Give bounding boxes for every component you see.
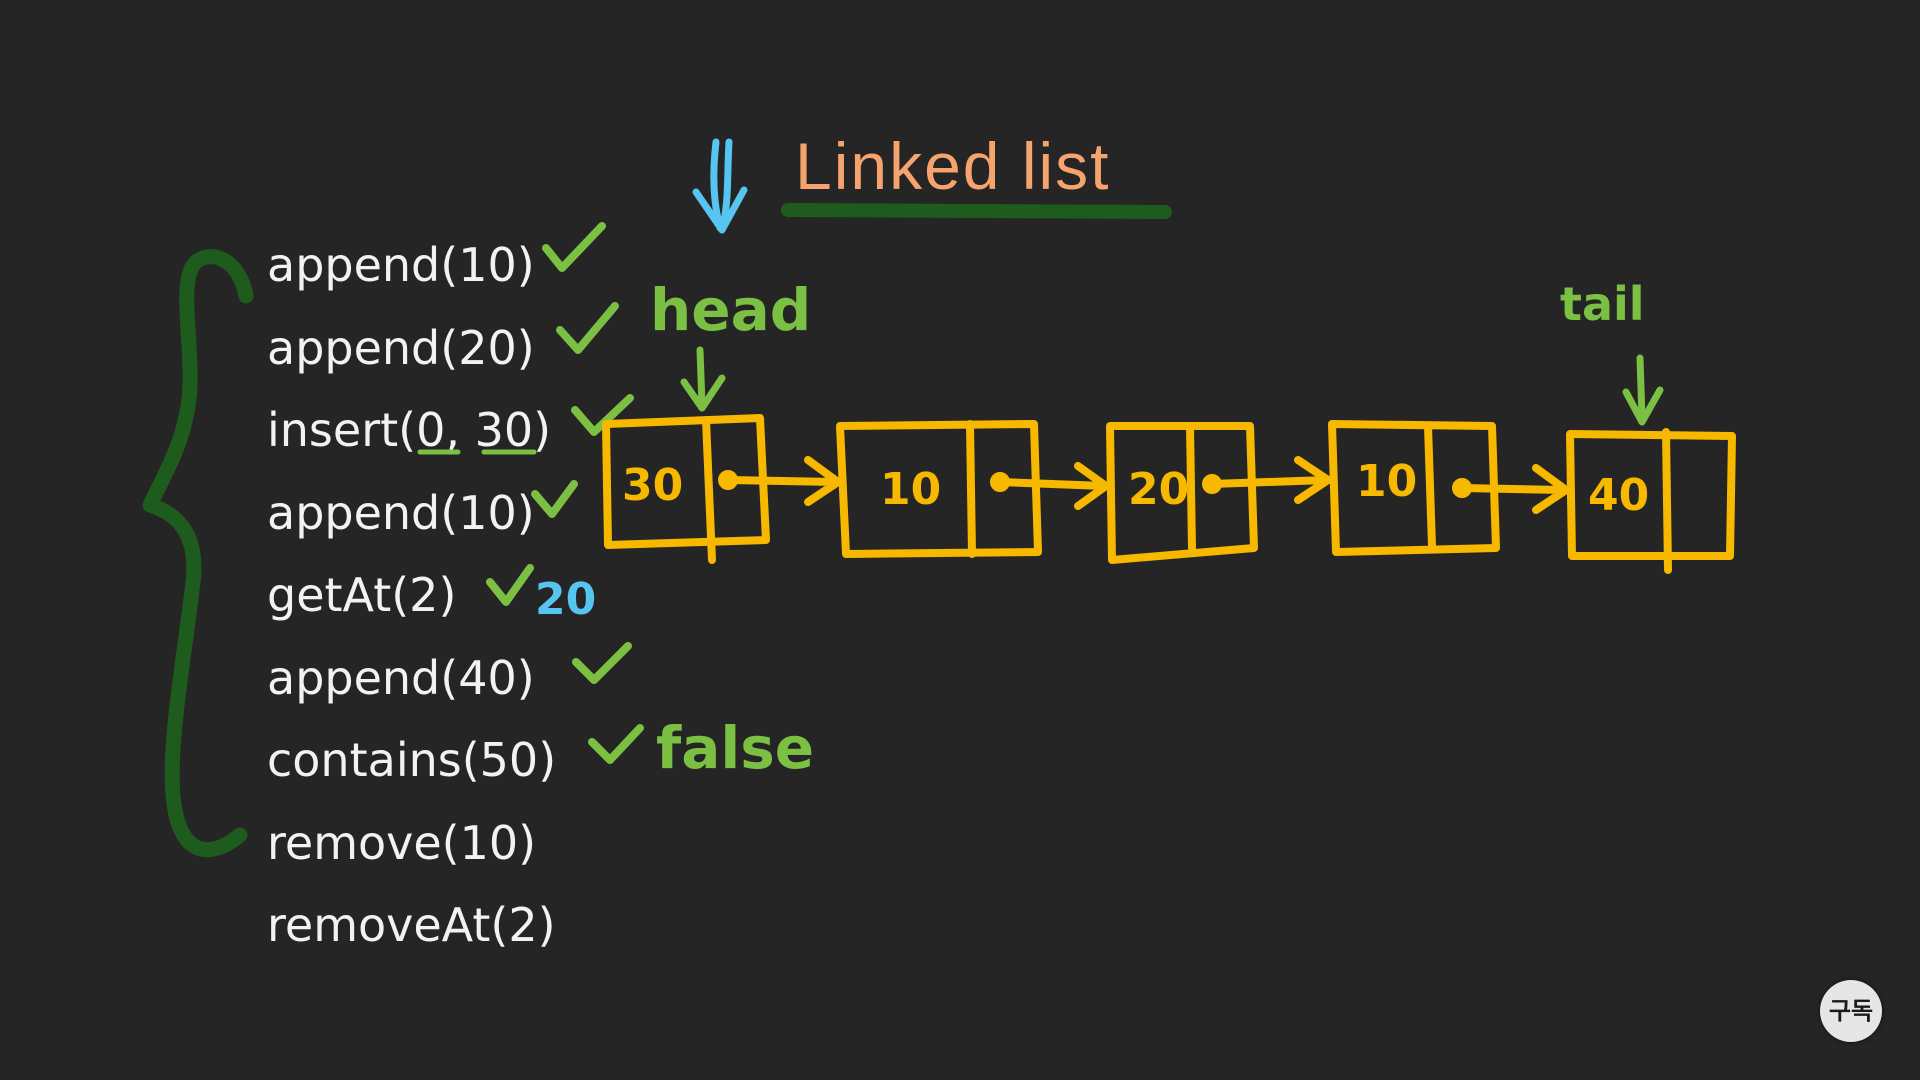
node-value: 40 [1588, 470, 1649, 521]
slide-title: Linked list [795, 129, 1111, 203]
node-divider [702, 416, 716, 564]
node-divider [1662, 428, 1672, 574]
node-values: 30 10 20 10 40 [622, 456, 1649, 521]
node-box [1566, 430, 1736, 560]
node-value: 20 [1128, 464, 1189, 515]
double-down-arrow-icon [692, 138, 748, 234]
operations-list: append(10) append(20) insert(0, 30) appe… [267, 232, 556, 975]
head-label: head [650, 276, 811, 344]
check-icon [556, 302, 619, 354]
node-value: 10 [880, 464, 941, 515]
operation-item: append(10) [267, 485, 535, 540]
node-divider [1186, 422, 1196, 552]
getat-result: 20 [535, 574, 596, 625]
operation-item: append(40) [267, 650, 535, 705]
operation-item: remove(10) [267, 815, 537, 870]
curly-brace [142, 249, 254, 858]
operation-item: append(20) [267, 320, 535, 375]
node-value: 30 [622, 460, 683, 511]
check-icon [542, 222, 606, 272]
check-icon [588, 724, 644, 764]
arrow-right-icon [1458, 464, 1570, 514]
arrow-right-icon [996, 462, 1110, 510]
node-box [1328, 420, 1500, 556]
head-arrow-icon [680, 346, 726, 412]
operation-item: contains(50) [267, 733, 557, 787]
linked-list-nodes [602, 414, 1736, 574]
check-icon [572, 642, 632, 684]
check-icon [571, 394, 634, 436]
node-divider [966, 420, 976, 558]
check-icon [486, 564, 534, 606]
check-icon [531, 480, 578, 518]
operation-item: insert(0, 30) [267, 403, 552, 457]
arrow-right-icon [1208, 456, 1332, 504]
node-value: 10 [1356, 456, 1417, 507]
check-marks [486, 222, 644, 764]
node-divider [1424, 422, 1436, 550]
subscribe-badge[interactable]: 구독 [1820, 980, 1882, 1042]
title-underline [781, 203, 1172, 219]
contains-result: false [656, 714, 814, 782]
node-box [1106, 422, 1258, 564]
arrow-right-icon [724, 456, 842, 506]
tail-arrow-icon [1622, 354, 1664, 426]
operation-item: getAt(2) [267, 568, 457, 622]
operation-item: removeAt(2) [267, 898, 556, 952]
pointer-arrows [718, 456, 1570, 514]
tail-label: tail [1560, 277, 1645, 331]
operation-item: append(10) [267, 238, 535, 292]
